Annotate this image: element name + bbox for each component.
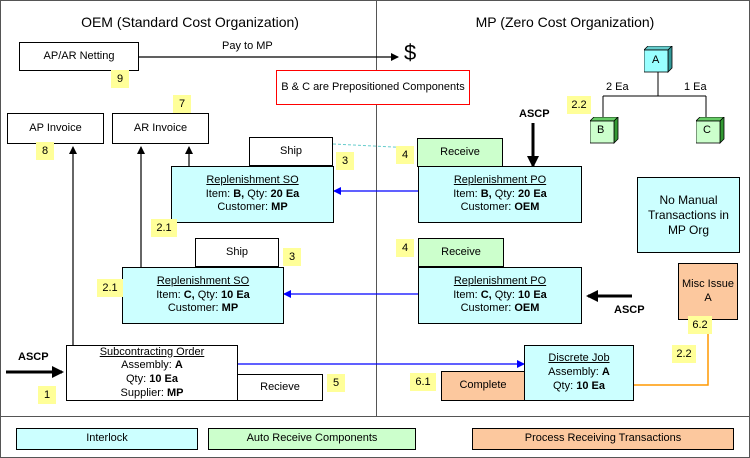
step-tag-6-1: 6.1 [410, 373, 436, 391]
so-b-qty: 20 Ea [270, 187, 300, 200]
apar-netting-box: AP/AR Netting [19, 42, 139, 71]
so-c-qty: 10 Ea [221, 288, 250, 301]
so-c-item: C, [183, 288, 195, 301]
step-tag-9: 9 [111, 70, 129, 88]
so-b-item: B, [233, 187, 245, 200]
dollar-sign: $ [404, 40, 417, 65]
ascp-left-label: ASCP [18, 351, 49, 363]
step-tag-2-1a: 2.1 [151, 219, 177, 237]
mp-header: MP (Zero Cost Organization) [475, 14, 655, 30]
step-tag-3b: 3 [283, 248, 301, 266]
subcontract-title: Subcontracting Order [99, 345, 205, 358]
misc-issue-box: Misc Issue A [678, 263, 738, 320]
pay-to-mp-label: Pay to MP [222, 40, 273, 52]
legend-process-receiving: Process Receiving Transactions [472, 428, 734, 450]
legend-process-receiving-label: Process Receiving Transactions [524, 432, 682, 445]
job-to-misc-arrow [634, 321, 712, 386]
ship-label-2: Ship [225, 245, 249, 258]
receive-box-2: Receive [418, 238, 504, 267]
step-tag-3a: 3 [336, 152, 354, 170]
subcontract-assembly: A [174, 359, 183, 372]
ar-invoice-label: AR Invoice [133, 121, 188, 134]
po-c-customer: OEM [514, 302, 540, 315]
ship-box-1: Ship [249, 137, 333, 166]
bom-left-label: B [597, 124, 605, 136]
replenishment-so-c: Replenishment SO Item: C, Qty: 10 Ea Cus… [122, 267, 284, 324]
so-b-title: Replenishment SO [206, 173, 299, 186]
subcontract-qty: 10 Ea [149, 373, 178, 385]
step-tag-8: 8 [36, 142, 54, 160]
receive-label-1: Receive [440, 145, 480, 158]
po-c-qty: 10 Ea [518, 288, 547, 301]
legend-divider [0, 416, 750, 417]
bom-right-cube [696, 117, 725, 144]
step-tag-1: 1 [38, 386, 56, 404]
po-c-item: C, [480, 288, 492, 301]
step-tag-2-2b: 2.2 [672, 345, 696, 363]
ascp-top-label: ASCP [519, 108, 550, 120]
legend-interlock-label: Interlock [86, 432, 128, 445]
no-manual-text: No Manual Transactions in MP Org [648, 192, 729, 237]
po-b-item: B, [480, 187, 492, 200]
discrete-job-title: Discrete Job [548, 352, 610, 365]
legend-auto-receive: Auto Receive Components [208, 428, 416, 450]
subcontracting-order-box: Subcontracting Order Assembly: A Qty: 10… [66, 345, 238, 401]
po-b-title: Replenishment PO [453, 173, 547, 186]
recieve-box: Recieve [237, 374, 323, 401]
legend-interlock: Interlock [16, 428, 198, 450]
receive-box-1: Receive [417, 138, 503, 167]
replenishment-po-c: Replenishment PO Item: C, Qty: 10 Ea Cus… [418, 267, 582, 324]
po-b-customer: OEM [514, 201, 540, 214]
step-tag-2-1b: 2.1 [97, 279, 123, 297]
no-manual-note: No Manual Transactions in MP Org [637, 177, 740, 253]
so-b-customer: MP [271, 201, 288, 214]
recieve-label: Recieve [260, 380, 300, 393]
bom-parent-label: A [652, 54, 660, 66]
misc-issue-label: Misc Issue A [682, 277, 734, 304]
step-tag-6-2: 6.2 [688, 316, 712, 334]
bom-left-cube [590, 117, 619, 144]
complete-box: Complete [441, 371, 525, 401]
replenishment-so-b: Replenishment SO Item: B, Qty: 20 Ea Cus… [171, 166, 334, 223]
so-c-customer: MP [221, 302, 239, 315]
legend-auto-receive-label: Auto Receive Components [246, 432, 378, 445]
bom-right-qty: 1 Ea [684, 81, 707, 93]
receive-label-2: Receive [441, 245, 481, 258]
ap-invoice-box: AP Invoice [7, 113, 104, 144]
bom-right-label: C [703, 124, 711, 136]
po-b-qty: 20 Ea [518, 187, 547, 200]
ship-box-2: Ship [195, 238, 279, 267]
bom-left-qty: 2 Ea [606, 81, 629, 93]
oem-header: OEM (Standard Cost Organization) [81, 14, 299, 30]
subcontract-supplier: MP [166, 386, 184, 399]
prepositioned-note: B & C are Prepositioned Components [276, 70, 470, 105]
step-tag-5: 5 [327, 374, 345, 392]
ship-label-1: Ship [279, 144, 303, 157]
po-c-title: Replenishment PO [453, 274, 547, 287]
ap-invoice-label: AP Invoice [29, 121, 82, 134]
bom-parent-cube [644, 46, 673, 73]
ar-invoice-box: AR Invoice [112, 113, 209, 144]
replenishment-po-b: Replenishment PO Item: B, Qty: 20 Ea Cus… [418, 166, 582, 223]
so-c-title: Replenishment SO [156, 274, 250, 287]
discrete-job-qty: 10 Ea [576, 379, 605, 392]
discrete-job-assembly: A [601, 366, 610, 379]
ascp-right-label: ASCP [614, 304, 645, 316]
complete-label: Complete [459, 379, 507, 392]
prepositioned-note-text: B & C are Prepositioned Components [281, 80, 465, 93]
discrete-job-box: Discrete Job Assembly: A Qty: 10 Ea [524, 345, 634, 401]
step-tag-4a: 4 [396, 146, 414, 164]
step-tag-7: 7 [173, 95, 191, 113]
step-tag-4b: 4 [396, 239, 414, 257]
step-tag-2-2a: 2.2 [567, 96, 591, 114]
org-divider [376, 0, 377, 416]
apar-netting-label: AP/AR Netting [43, 49, 115, 62]
